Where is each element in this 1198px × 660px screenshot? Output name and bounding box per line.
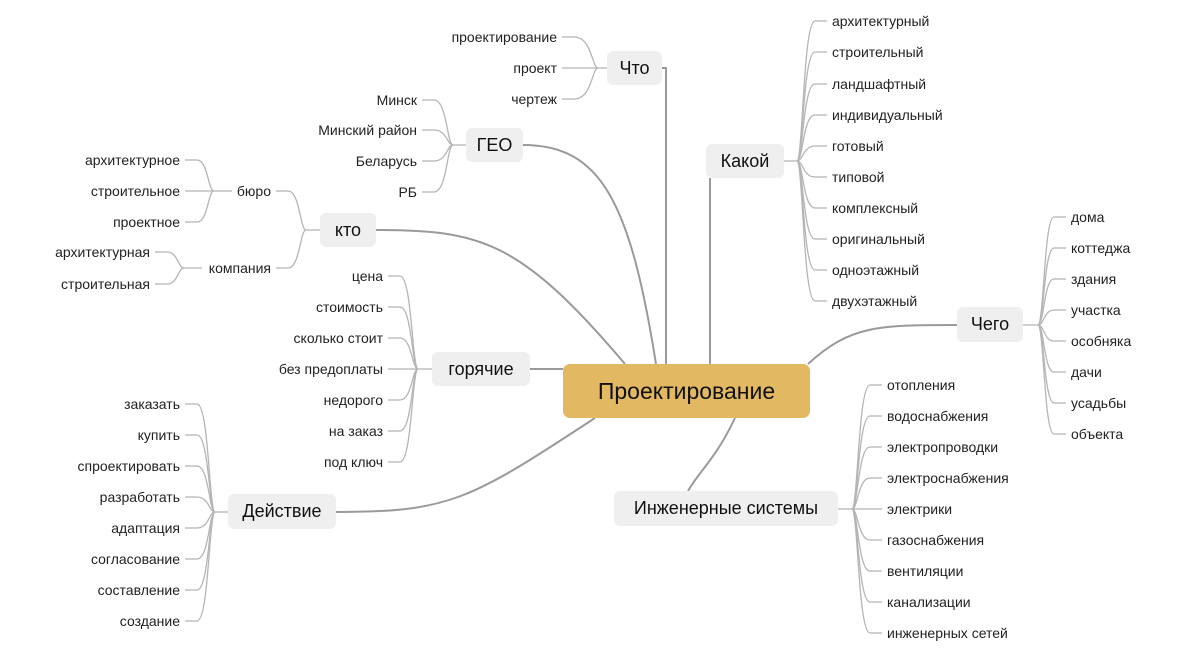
leaf-topic[interactable]: дачи (1071, 364, 1102, 380)
leaf-topic[interactable]: цена (351, 268, 383, 284)
leaf-topic[interactable]: под ключ (323, 454, 383, 470)
leaf-topic[interactable]: дома (1071, 209, 1105, 225)
leaf-topic[interactable]: двухэтажный (832, 293, 918, 309)
leaf-connector (185, 511, 216, 622)
topic-kto[interactable]: кто (320, 213, 376, 247)
leaf-topic[interactable]: архитектурное (84, 152, 180, 168)
leaf-connector (276, 190, 307, 231)
leaf-topic[interactable]: готовый (832, 138, 884, 154)
leaf-connector (185, 465, 216, 513)
leaf-connector (796, 114, 827, 162)
leaf-connector (422, 99, 454, 146)
leaf-topic[interactable]: спроектировать (77, 458, 181, 474)
topic-deystvie[interactable]: Действие (228, 494, 336, 529)
topic-kakoy[interactable]: Какой (706, 144, 784, 178)
leaf-topic[interactable]: купить (137, 427, 180, 443)
leaf-topic[interactable]: строительное (90, 183, 180, 199)
leaf-connector (155, 267, 185, 285)
leaf-topic[interactable]: индивидуальный (832, 107, 943, 123)
leaf-connector (185, 159, 215, 192)
leaf-topic[interactable]: участка (1071, 302, 1121, 318)
leaf-connector (388, 337, 419, 370)
leaf-connector (185, 496, 216, 513)
leaf-topic[interactable]: создание (119, 613, 180, 629)
leaf-connector (185, 190, 215, 223)
leaf-connector (422, 144, 454, 193)
leaf-topic[interactable]: инженерных сетей (887, 625, 1008, 641)
leaf-topic[interactable]: разработать (99, 489, 180, 505)
leaf-topic[interactable]: объекта (1071, 426, 1124, 442)
leaf-topic[interactable]: комплексный (832, 200, 919, 216)
leaf-connector (851, 508, 882, 634)
leaf-topic[interactable]: электропроводки (887, 439, 999, 455)
leaf-connector (562, 36, 599, 69)
subtopic-label[interactable]: бюро (236, 183, 271, 199)
connector-deystvie (335, 417, 596, 513)
central-topic[interactable]: Проектирование (563, 364, 810, 418)
leaf-topic[interactable]: Беларусь (355, 153, 417, 169)
leaf-connector (1037, 324, 1066, 404)
leaf-connector (1037, 278, 1066, 326)
leaf-topic[interactable]: РБ (398, 184, 417, 200)
leaf-topic[interactable]: недорого (323, 392, 383, 408)
leaf-connector (1037, 309, 1066, 326)
leaf-topic[interactable]: типовой (832, 169, 885, 185)
leaf-topic[interactable]: согласование (90, 551, 180, 567)
leaf-topic[interactable]: электроснабжения (887, 470, 1009, 486)
connector-chto (662, 67, 667, 364)
leaf-topic[interactable]: заказать (124, 396, 180, 412)
leaf-topic[interactable]: ландшафтный (832, 76, 927, 92)
leaf-topic[interactable]: строительный (832, 44, 924, 60)
leaf-topic[interactable]: отопления (887, 377, 956, 393)
leaf-connector (276, 229, 307, 269)
leaf-topic[interactable]: вентиляции (887, 563, 964, 579)
leaf-topic[interactable]: адаптация (111, 520, 180, 536)
leaf-connector (388, 368, 419, 463)
topic-chego[interactable]: Чего (957, 307, 1023, 342)
leaf-topic[interactable]: коттеджа (1071, 240, 1131, 256)
leaf-topic[interactable]: сколько стоит (293, 330, 383, 346)
leaf-topic[interactable]: строительная (61, 276, 150, 292)
leaf-topic[interactable]: на заказ (328, 423, 383, 439)
leaf-topic[interactable]: стоимость (316, 299, 383, 315)
subtopic-label[interactable]: компания (208, 260, 271, 276)
connector-kto (375, 229, 626, 365)
leaf-topic[interactable]: архитектурная (55, 244, 150, 260)
leaf-topic[interactable]: проект (513, 60, 557, 76)
leaf-topic[interactable]: проектирование (451, 29, 557, 45)
connector-geo (522, 144, 657, 365)
leaf-topic[interactable]: чертеж (511, 91, 557, 107)
leaf-topic[interactable]: архитектурный (832, 13, 930, 29)
leaf-topic[interactable]: особняка (1071, 333, 1132, 349)
leaf-topic[interactable]: водоснабжения (887, 408, 989, 424)
leaf-topic[interactable]: Минск (376, 92, 417, 108)
leaf-connector (422, 129, 454, 146)
leaf-topic[interactable]: газоснабжения (887, 532, 985, 548)
leaf-topic[interactable]: составление (97, 582, 180, 598)
leaf-topic[interactable]: электрики (887, 501, 953, 517)
leaf-topic[interactable]: одноэтажный (832, 262, 920, 278)
leaf-connector (1037, 324, 1066, 435)
topic-goryachie[interactable]: горячие (432, 352, 530, 386)
leaf-topic[interactable]: проектное (113, 214, 180, 230)
leaf-connector (796, 145, 827, 162)
topic-inzh[interactable]: Инженерные системы (614, 491, 838, 526)
leaf-topic[interactable]: здания (1071, 271, 1117, 287)
leaf-connector (796, 160, 827, 302)
topic-chto[interactable]: Что (607, 51, 662, 85)
leaf-connector (562, 67, 599, 100)
leaf-topic[interactable]: усадьбы (1071, 395, 1127, 411)
leaf-topic[interactable]: оригинальный (832, 231, 925, 247)
leaf-connector (155, 251, 185, 269)
topic-geo[interactable]: ГЕО (466, 128, 523, 162)
connector-inzh (687, 417, 736, 492)
leaf-topic[interactable]: без предоплаты (278, 361, 383, 377)
connector-chego (807, 324, 958, 365)
leaf-topic[interactable]: Минский район (318, 122, 417, 138)
leaf-topic[interactable]: канализации (887, 594, 971, 610)
leaf-connector (851, 477, 882, 510)
